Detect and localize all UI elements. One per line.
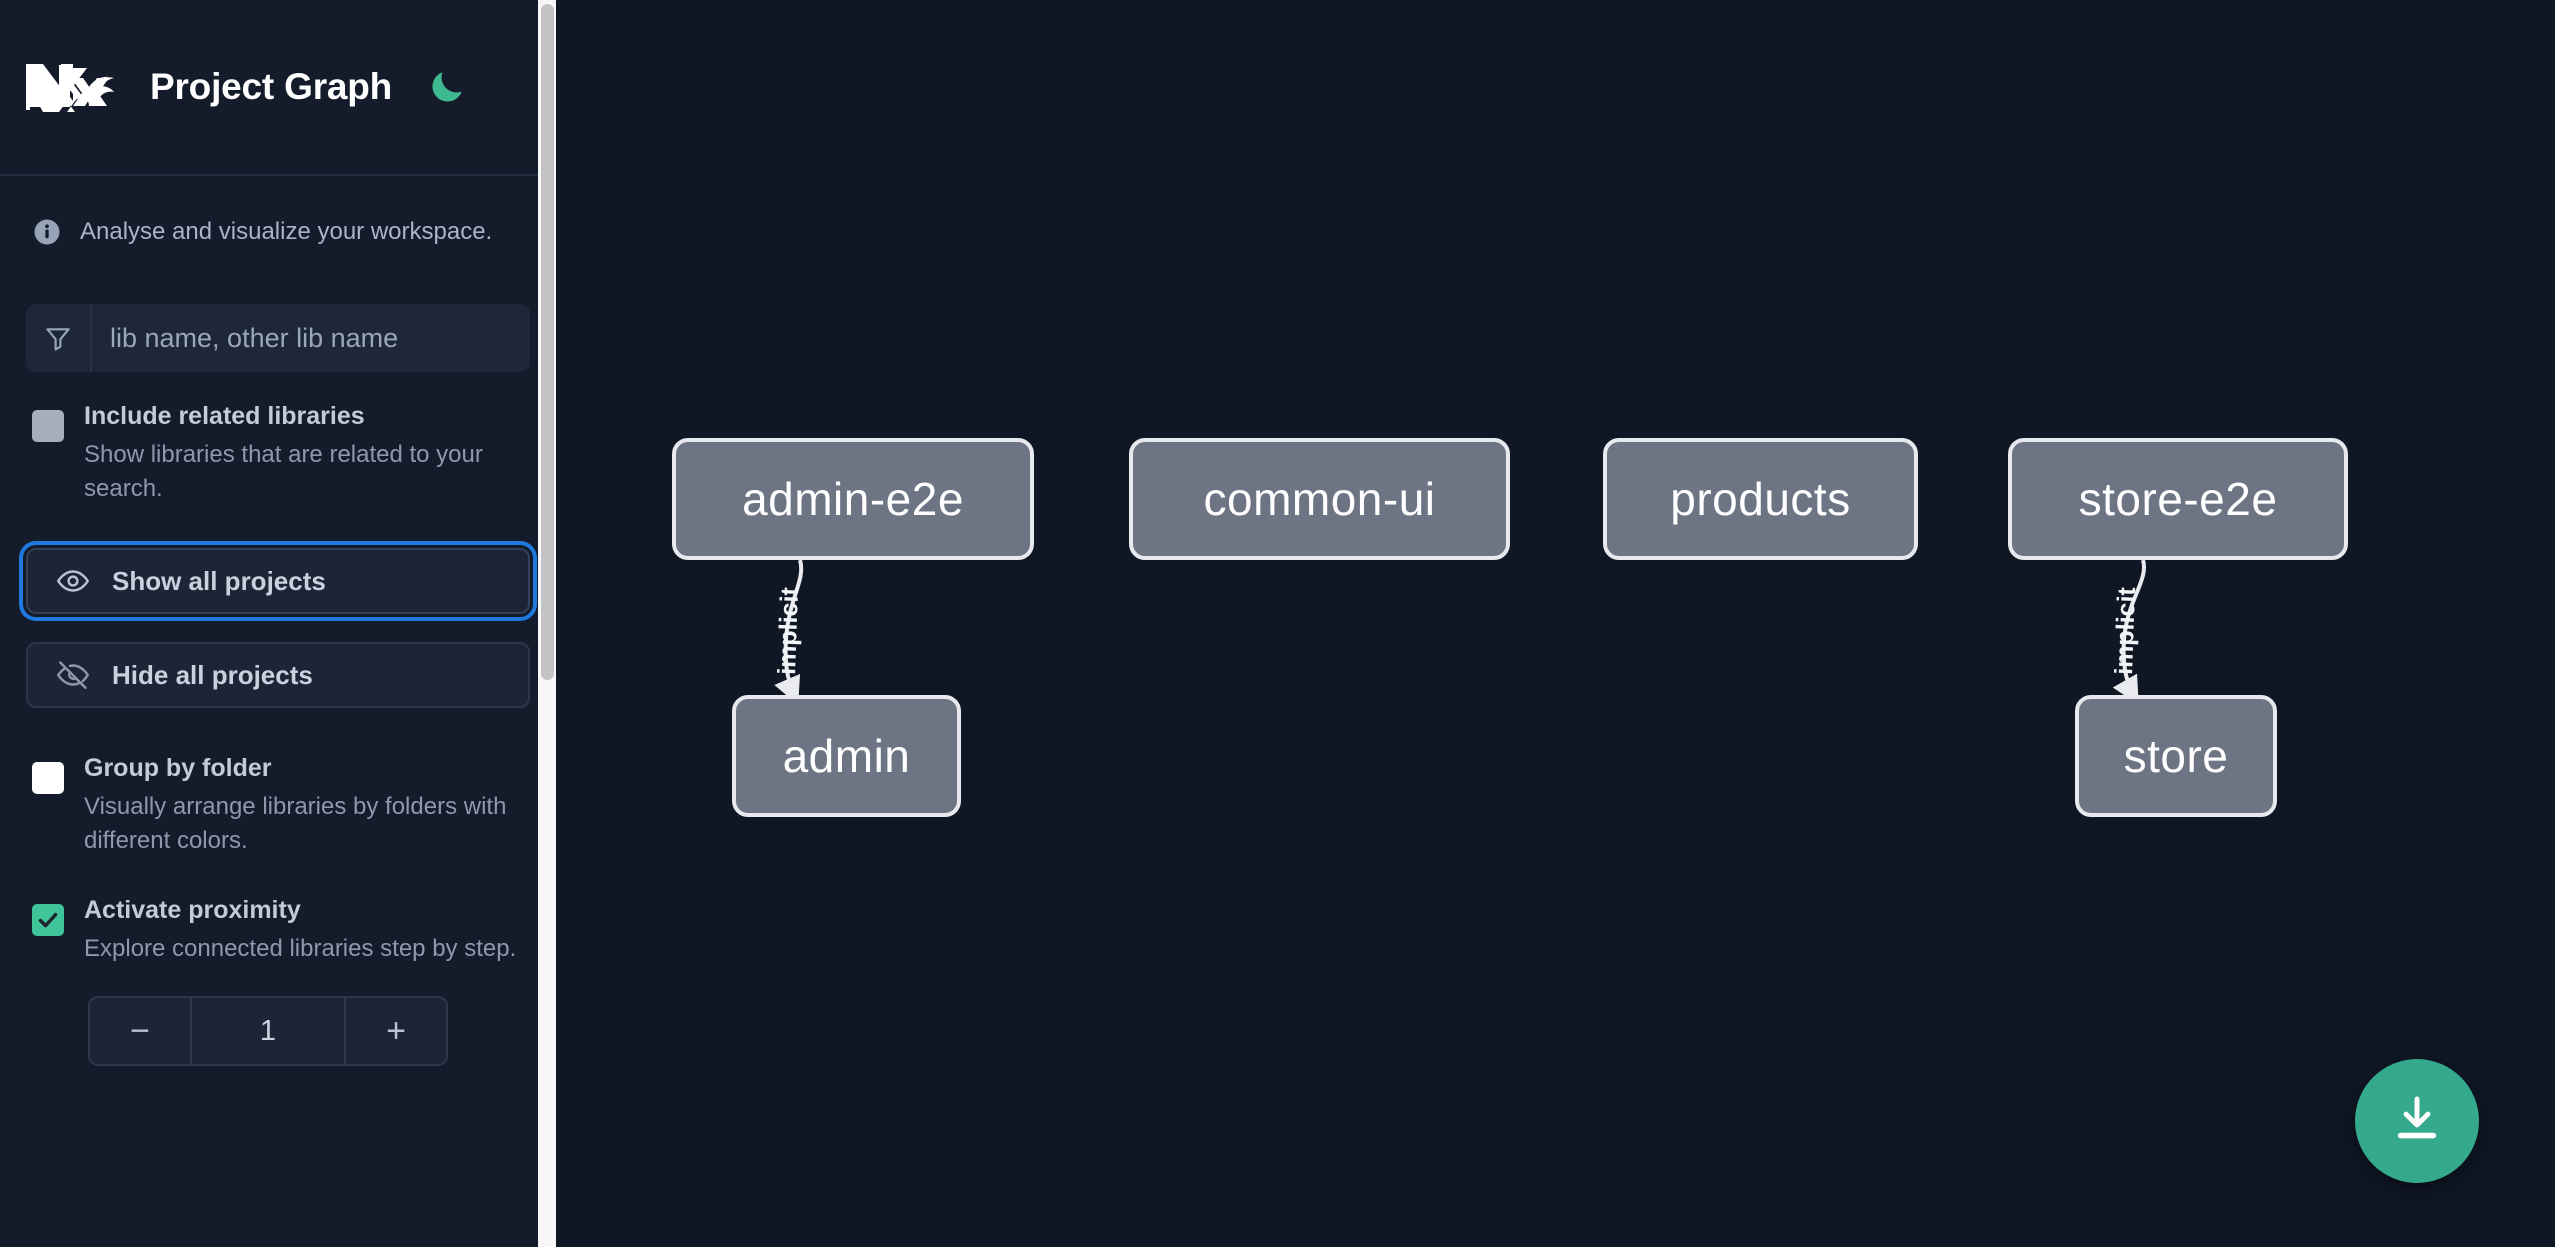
filter-search-box[interactable] [26,304,530,372]
eye-off-icon [56,658,90,692]
option-activate-proximity[interactable]: Activate proximity Explore connected lib… [26,898,530,966]
include-related-libraries-checkbox[interactable] [32,410,64,442]
sidebar-header: Project Graph [0,0,556,176]
app-title: Project Graph [150,66,393,107]
graph-node-admin-e2e[interactable]: admin-e2e [672,438,1034,560]
nx-logo-icon [25,56,122,118]
show-all-projects-button[interactable]: Show all projects [19,541,537,622]
graph-edges [774,559,2147,706]
proximity-value: 1 [259,1014,277,1047]
option-include-related-libraries[interactable]: Include related libraries Show libraries… [26,404,530,506]
download-graph-button[interactable] [2355,1059,2479,1183]
workspace-info-text: Analyse and visualize your workspace. [80,218,493,245]
info-circle-icon [32,217,62,247]
graph-canvas[interactable]: implicit implicit admin-e2e common-ui produ… [556,0,2555,1247]
filter-search-input[interactable] [92,304,530,372]
graph-edge-label-store-e2e--store: implicit [2109,586,2142,676]
moon-icon[interactable] [422,62,472,112]
group-by-folder-description: Visually arrange libraries by folders wi… [84,793,507,855]
sidebar-scrollbar-thumb[interactable] [541,4,554,680]
show-all-projects-label: Show all projects [112,565,326,596]
activate-proximity-description: Explore connected libraries step by step… [84,935,517,963]
graph-edge-label-admin-e2e--admin: implicit [772,586,805,676]
include-related-libraries-label: Include related libraries [84,402,365,430]
option-group-by-folder[interactable]: Group by folder Visually arrange librari… [26,756,530,858]
group-by-folder-checkbox[interactable] [32,762,64,795]
workspace-info: Analyse and visualize your workspace. [26,176,530,288]
include-related-libraries-description: Show libraries that are related to your … [84,441,483,503]
hide-all-projects-label: Hide all projects [112,659,313,690]
graph-node-store[interactable]: store [2075,695,2277,817]
graph-node-store-e2e[interactable]: store-e2e [2008,438,2348,560]
download-icon [2389,1091,2445,1152]
proximity-decrement-button[interactable]: − [90,998,192,1065]
funnel-icon [26,304,92,372]
graph-node-common-ui[interactable]: common-ui [1129,438,1510,560]
graph-node-products[interactable]: products [1603,438,1918,560]
sidebar-scrollbar[interactable] [538,0,556,1247]
proximity-increment-button[interactable]: + [344,998,446,1065]
eye-icon [56,564,90,598]
activate-proximity-checkbox[interactable] [32,904,64,937]
activate-proximity-label: Activate proximity [84,896,301,925]
sidebar-body: Analyse and visualize your workspace. In… [0,176,556,1067]
proximity-stepper[interactable]: − 1 + [88,996,448,1067]
hide-all-projects-button[interactable]: Hide all projects [26,642,530,709]
group-by-folder-label: Group by folder [84,754,272,783]
sidebar: Project Graph Analyse and visualize your… [0,0,556,1247]
graph-node-admin[interactable]: admin [732,695,961,817]
